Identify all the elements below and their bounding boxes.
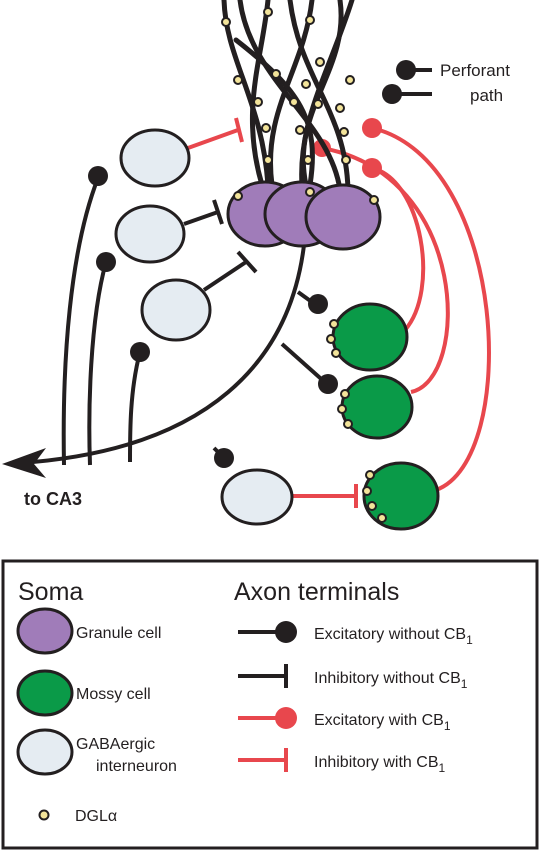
interneuron-4 — [220, 468, 294, 526]
legend: Soma Axon terminals Granule cell Mossy c… — [1, 559, 539, 850]
legend-granule-swatch — [16, 607, 74, 655]
to-ca3-label: to CA3 — [24, 489, 82, 509]
legend-dgl-label: DGLα — [75, 808, 117, 825]
legend-dgl-swatch — [38, 809, 50, 821]
interneuron-2 — [114, 204, 186, 264]
interneuron-3-axon — [202, 260, 248, 292]
interneuron-2-axon — [183, 210, 219, 226]
legend-inh-cb1-label: Inhibitory with CB1 — [314, 754, 446, 775]
dgl-dots-dendrites — [221, 7, 355, 165]
interneuron-axon-2 — [87, 261, 108, 466]
interneuron-3 — [140, 278, 212, 342]
mossy-cells — [331, 302, 440, 531]
legend-gaba-swatch — [16, 728, 74, 776]
interneuron-3-bar — [236, 250, 258, 274]
granule-cells — [226, 180, 382, 251]
legend-box — [1, 559, 539, 850]
interneuron-1 — [119, 128, 191, 188]
cb1-excitatory-terminal — [362, 118, 382, 138]
legend-axon-title: Axon terminals — [234, 578, 399, 606]
interneuron-1-cb1-bar — [234, 117, 244, 143]
legend-exc-cb1-label: Excitatory with CB1 — [314, 712, 451, 733]
excitatory-terminals — [88, 166, 338, 468]
mossy-cell-1 — [331, 302, 409, 372]
mossy-cell-1-axon — [371, 166, 426, 332]
legend-granule-label: Granule cell — [76, 625, 161, 642]
legend-exc-cb1-swatch — [275, 707, 297, 729]
mossy-fiber-axon — [19, 177, 330, 466]
mossy-cell-3-axon — [371, 126, 491, 492]
perforant-path-terminals — [382, 60, 432, 104]
mossy-cell-3 — [362, 461, 440, 531]
perforant-path-label-2: path — [470, 86, 503, 105]
legend-mossy-label: Mossy cell — [76, 686, 151, 703]
legend-soma-title: Soma — [18, 578, 83, 606]
legend-mossy-swatch — [16, 669, 74, 717]
legend-inh-no-cb1-label: Inhibitory without CB1 — [314, 670, 468, 691]
cb1-excitatory-terminal — [362, 158, 382, 178]
dgl-dots-granule — [233, 187, 379, 205]
granule-dendrites — [221, 0, 355, 193]
legend-exc-no-cb1-swatch — [275, 621, 297, 643]
legend-gaba-label-2: interneuron — [96, 758, 177, 775]
legend-gaba-label-1: GABAergic — [76, 736, 155, 753]
interneuron-axon-1 — [61, 177, 100, 466]
perforant-path-label-1: Perforant — [440, 61, 510, 80]
dgl-dots-mossy — [326, 319, 387, 523]
to-ca3-arrowhead — [2, 448, 46, 478]
interneuron-2-bar — [212, 199, 224, 225]
gabaergic-interneurons — [114, 128, 294, 526]
mossy-cell-2 — [340, 374, 414, 440]
interneuron-1-cb1-axon — [187, 128, 239, 150]
interneuron-axon-3 — [128, 351, 142, 463]
granule-cell-3 — [304, 183, 382, 251]
legend-exc-no-cb1-label: Excitatory without CB1 — [314, 626, 473, 647]
interneuron-inhibitory-axons — [183, 117, 358, 508]
